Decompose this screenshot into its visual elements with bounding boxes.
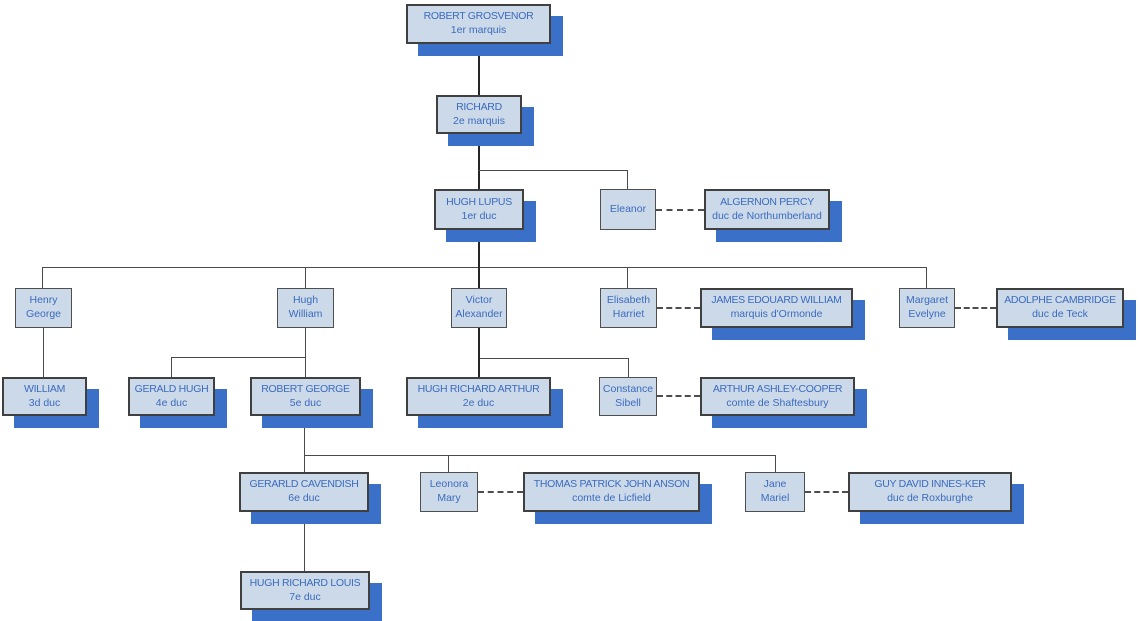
node-constance-sibell[interactable]: Constance Sibell: [599, 377, 657, 416]
node-algernon-percy[interactable]: ALGERNON PERCY duc de Northumberland: [704, 189, 830, 230]
node-gerarld-cavendish[interactable]: GERARLD CAVENDISH 6e duc: [239, 472, 369, 512]
node-thomas-patrick-john-anson[interactable]: THOMAS PATRICK JOHN ANSON comte de Licfi…: [523, 472, 700, 512]
connector-drop-elisabeth-harriet: [627, 267, 628, 288]
person-name: GUY DAVID INNES-KER: [874, 478, 986, 491]
connector-gerarld-hughrichardlouis: [304, 512, 305, 571]
person-title: 3d duc: [28, 396, 61, 409]
person-name: ARTHUR ASHLEY-COOPER: [712, 382, 843, 395]
node-guy-david-innes-ker[interactable]: GUY DAVID INNES-KER duc de Roxburghe: [848, 472, 1012, 512]
person-name: Victor Alexander: [455, 294, 503, 320]
person-title: duc de Northumberland: [712, 209, 822, 222]
person-title: 5e duc: [289, 396, 322, 409]
node-adolphe-cambridge[interactable]: ADOLPHE CAMBRIDGE duc de Teck: [996, 288, 1124, 328]
connector-drop-gerarld-cavendish: [304, 455, 305, 472]
person-name: WILLIAM: [23, 382, 66, 395]
person-title: duc de Roxburghe: [887, 492, 973, 504]
person-name: ALGERNON PERCY: [720, 195, 814, 208]
person-title: duc de Teck: [1032, 308, 1088, 320]
node-henry-george[interactable]: Henry George: [15, 288, 72, 328]
node-jane-mariel[interactable]: Jane Mariel: [745, 472, 805, 512]
person-name: GERALD HUGH: [134, 382, 209, 395]
person-name: RICHARD: [456, 100, 502, 113]
person-name: Hugh William: [288, 294, 323, 320]
connector-drop-henry-george: [42, 267, 43, 288]
connector-drop-jane-mariel: [775, 455, 776, 472]
connector-hughwilliam-children-bus: [171, 357, 305, 358]
connector-robert-richard: [478, 44, 480, 95]
person-name: HUGH RICHARD LOUIS: [249, 576, 361, 589]
node-william[interactable]: WILLIAM 3d duc: [2, 377, 87, 416]
connector-drop-leonora-mary: [448, 455, 449, 472]
person-name: JAMES EDOUARD WILLIAM: [711, 294, 842, 307]
connector-drop-hugh-richard-arthur: [478, 358, 480, 377]
node-james-edouard-william[interactable]: JAMES EDOUARD WILLIAM marquis d'Ormonde: [700, 288, 853, 328]
person-title: 4e duc: [155, 396, 188, 409]
person-title: marquis d'Ormonde: [730, 308, 823, 320]
node-robert-george[interactable]: ROBERT GEORGE 5e duc: [250, 377, 361, 416]
node-leonora-mary[interactable]: Leonora Mary: [420, 472, 478, 512]
person-title: 2e marquis: [453, 114, 505, 127]
connector-drop-eleanor: [627, 170, 628, 189]
person-title: 2e duc: [462, 396, 495, 409]
person-name: Jane Mariel: [760, 478, 790, 504]
person-name: ADOLPHE CAMBRIDGE: [1004, 294, 1116, 307]
node-victor-alexander[interactable]: Victor Alexander: [451, 288, 507, 328]
person-name: Henry George: [25, 294, 62, 320]
node-hugh-lupus[interactable]: HUGH LUPUS 1er duc: [434, 189, 524, 230]
connector-drop-constance-sibell: [628, 358, 629, 377]
connector-henry-william: [43, 328, 44, 377]
connector-robertgeorge-children-bus: [304, 455, 775, 456]
connector-hughlupus-trunk: [478, 230, 480, 267]
person-name: THOMAS PATRICK JOHN ANSON: [533, 478, 690, 491]
connector-richard-children-bus: [478, 170, 628, 171]
connector-victor-trunk: [478, 328, 480, 358]
person-title: 1er duc: [461, 209, 497, 222]
person-name: Elisabeth Harriet: [606, 294, 651, 320]
person-name: GERARLD CAVENDISH: [249, 478, 359, 491]
person-title: 1er marquis: [450, 24, 507, 36]
marriage-line-margaret-adolphe: [955, 307, 996, 309]
person-title: comte de Licfield: [572, 492, 651, 504]
person-name: ROBERT GROSVENOR: [423, 10, 534, 23]
node-hugh-richard-louis[interactable]: HUGH RICHARD LOUIS 7e duc: [240, 571, 370, 610]
person-name: Eleanor: [609, 202, 647, 215]
person-name: Constance Sibell: [602, 382, 654, 409]
connector-robertgeorge-trunk: [304, 416, 305, 455]
person-title: 7e duc: [289, 590, 321, 603]
marriage-line-jane-guy: [805, 491, 848, 493]
connector-victor-children-bus: [478, 358, 628, 359]
connector-hughlupus-children-bus: [42, 267, 927, 268]
connector-drop-hugh-william: [305, 267, 306, 288]
person-name: Margaret Evelyne: [905, 294, 948, 320]
connector-drop-robert-george: [305, 357, 306, 377]
node-richard[interactable]: RICHARD 2e marquis: [436, 95, 522, 134]
node-arthur-ashley-cooper[interactable]: ARTHUR ASHLEY-COOPER comte de Shaftesbur…: [700, 377, 855, 416]
person-name: HUGH RICHARD ARTHUR: [417, 382, 540, 395]
person-name: HUGH LUPUS: [446, 195, 512, 208]
connector-drop-gerald-hugh: [171, 357, 172, 377]
marriage-line-eleanor-algernon: [656, 209, 704, 211]
connector-hughwilliam-trunk: [305, 328, 306, 357]
person-title: 6e duc: [288, 492, 320, 504]
node-gerald-hugh[interactable]: GERALD HUGH 4e duc: [128, 377, 215, 416]
marriage-line-elisabeth-james: [657, 307, 700, 309]
node-margaret-evelyne[interactable]: Margaret Evelyne: [899, 288, 955, 328]
connector-richard-hughlupus: [478, 134, 480, 189]
node-hugh-richard-arthur[interactable]: HUGH RICHARD ARTHUR 2e duc: [406, 377, 551, 416]
marriage-line-leonora-thomas: [478, 491, 523, 493]
marriage-line-constance-arthur: [657, 395, 700, 397]
person-title: comte de Shaftesbury: [726, 396, 829, 409]
node-eleanor[interactable]: Eleanor: [600, 189, 656, 230]
node-elisabeth-harriet[interactable]: Elisabeth Harriet: [600, 288, 657, 328]
person-name: ROBERT GEORGE: [261, 382, 350, 395]
connector-drop-victor-alexander: [478, 267, 480, 288]
node-robert-grosvenor[interactable]: ROBERT GROSVENOR 1er marquis: [406, 4, 551, 44]
node-hugh-william[interactable]: Hugh William: [277, 288, 334, 328]
connector-drop-margaret-evelyne: [926, 267, 927, 288]
person-name: Leonora Mary: [429, 478, 469, 504]
